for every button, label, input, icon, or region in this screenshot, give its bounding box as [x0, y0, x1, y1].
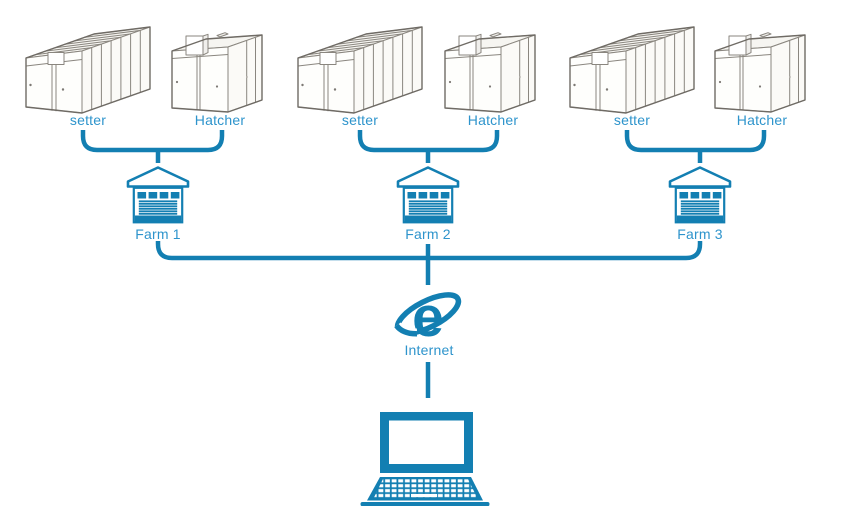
bracket-connector	[624, 130, 767, 163]
hatcher-label: Hatcher	[194, 112, 246, 128]
hatcher-label: Hatcher	[467, 112, 519, 128]
bracket-connector	[80, 130, 225, 163]
farm-label: Farm 3	[677, 226, 723, 242]
bracket-connector	[357, 130, 500, 163]
setter-icon	[18, 14, 158, 119]
setter-label: setter	[341, 112, 379, 128]
farm-icon	[396, 166, 460, 224]
hatcher-label: Hatcher	[736, 112, 788, 128]
trunk-connector	[155, 241, 703, 285]
internet-explorer-icon: e	[392, 285, 462, 344]
laptop-icon	[360, 412, 490, 506]
hatcher-icon	[710, 24, 815, 120]
internet-label: Internet	[404, 342, 454, 358]
svg-text:e: e	[412, 285, 444, 344]
farm-label: Farm 2	[405, 226, 451, 242]
setter-label: setter	[69, 112, 107, 128]
farm-icon	[668, 166, 732, 224]
hatcher-icon	[167, 24, 272, 120]
setter-icon	[562, 14, 702, 119]
setter-label: setter	[613, 112, 651, 128]
hatcher-icon	[440, 24, 545, 120]
setter-icon	[290, 14, 430, 119]
farm-icon	[126, 166, 190, 224]
farm-label: Farm 1	[135, 226, 181, 242]
